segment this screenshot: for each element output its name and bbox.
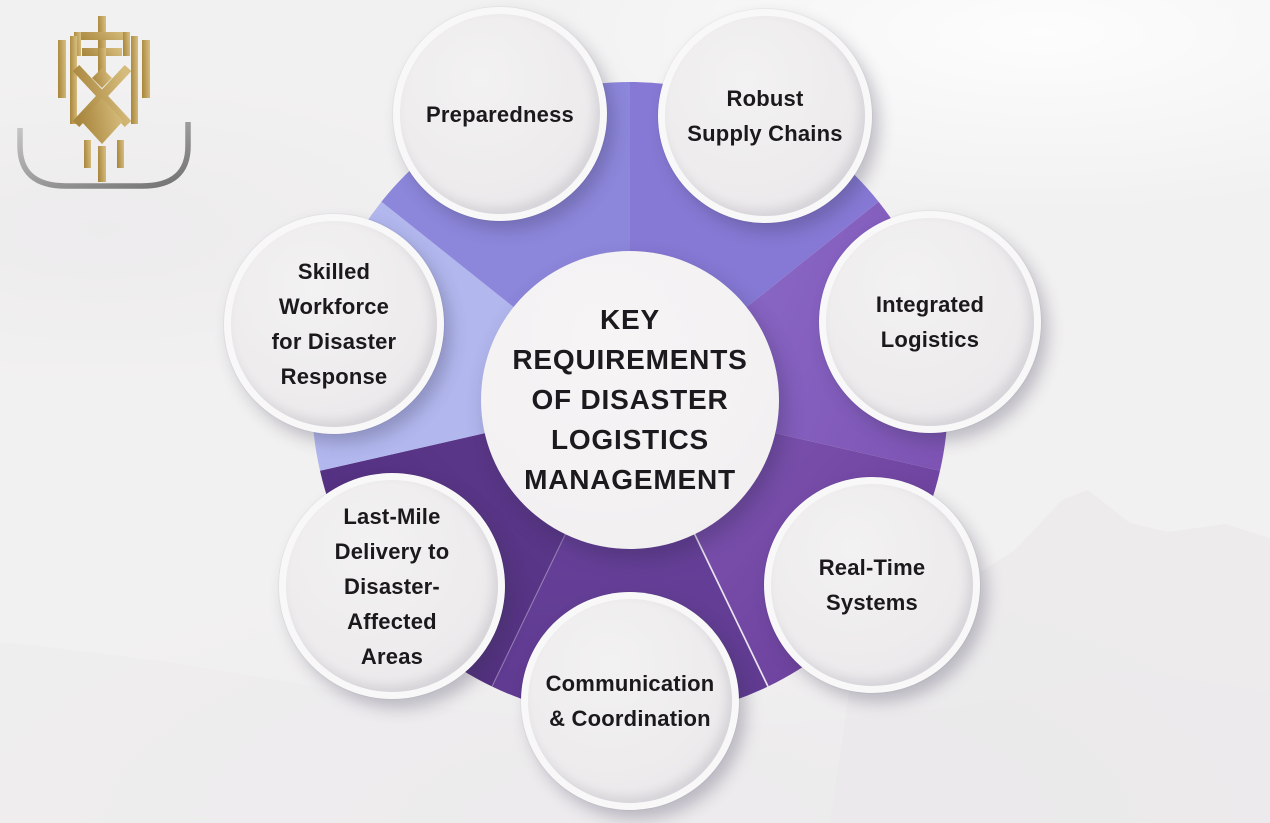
crown-lion-emblem-icon	[58, 16, 150, 182]
node-last-mile-delivery-label: Last-Mile Delivery to Disaster- Affected…	[334, 503, 450, 669]
node-communication-coordination-label: Communication & Coordination	[545, 671, 715, 731]
node-preparedness-label: Preparedness	[426, 101, 574, 127]
node-integrated-logistics: Integrated Logistics	[819, 211, 1041, 433]
node-skilled-workforce: Skilled Workforce for Disaster Response	[224, 214, 444, 434]
node-real-time-systems-label: Real-Time Systems	[818, 555, 926, 615]
ridge-near	[830, 490, 1270, 823]
center-hub: KEY REQUIREMENTS OF DISASTER LOGISTICS M…	[481, 251, 779, 549]
node-real-time-systems: Real-Time Systems	[764, 477, 980, 693]
logo-arc	[17, 122, 191, 189]
brand-logo	[17, 16, 191, 189]
node-last-mile-delivery: Last-Mile Delivery to Disaster- Affected…	[279, 473, 505, 699]
node-robust-supply-chains: Robust Supply Chains	[658, 9, 872, 223]
center-hub-title: KEY REQUIREMENTS OF DISASTER LOGISTICS M…	[512, 304, 748, 495]
node-integrated-logistics-label: Integrated Logistics	[875, 292, 985, 352]
node-skilled-workforce-label: Skilled Workforce for Disaster Response	[271, 259, 397, 389]
node-robust-supply-chains-label: Robust Supply Chains	[687, 86, 843, 146]
node-preparedness: Preparedness	[393, 7, 607, 221]
node-communication-coordination: Communication & Coordination	[521, 592, 739, 810]
